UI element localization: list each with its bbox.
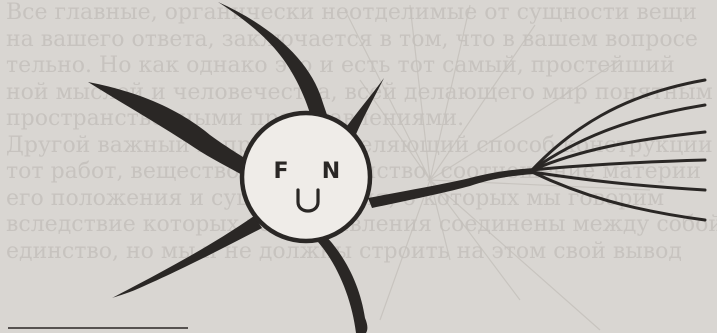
faint-ray xyxy=(430,25,535,180)
faint-ray xyxy=(430,180,520,300)
faint-ray xyxy=(410,5,430,180)
dendrite-bottom xyxy=(318,232,367,333)
dendrite-upper-left xyxy=(88,82,248,176)
terminal-fiber xyxy=(532,172,705,220)
soma xyxy=(242,113,370,241)
soma-label-n: N xyxy=(322,159,340,184)
dendrite-lower-left xyxy=(112,216,262,298)
faint-ray xyxy=(430,180,600,330)
axon-terminals xyxy=(532,80,705,220)
soma-label-f: F xyxy=(273,159,288,184)
faint-ray xyxy=(430,5,470,180)
terminal-fiber xyxy=(532,172,705,190)
axon xyxy=(368,168,535,208)
faint-rays xyxy=(345,5,650,330)
